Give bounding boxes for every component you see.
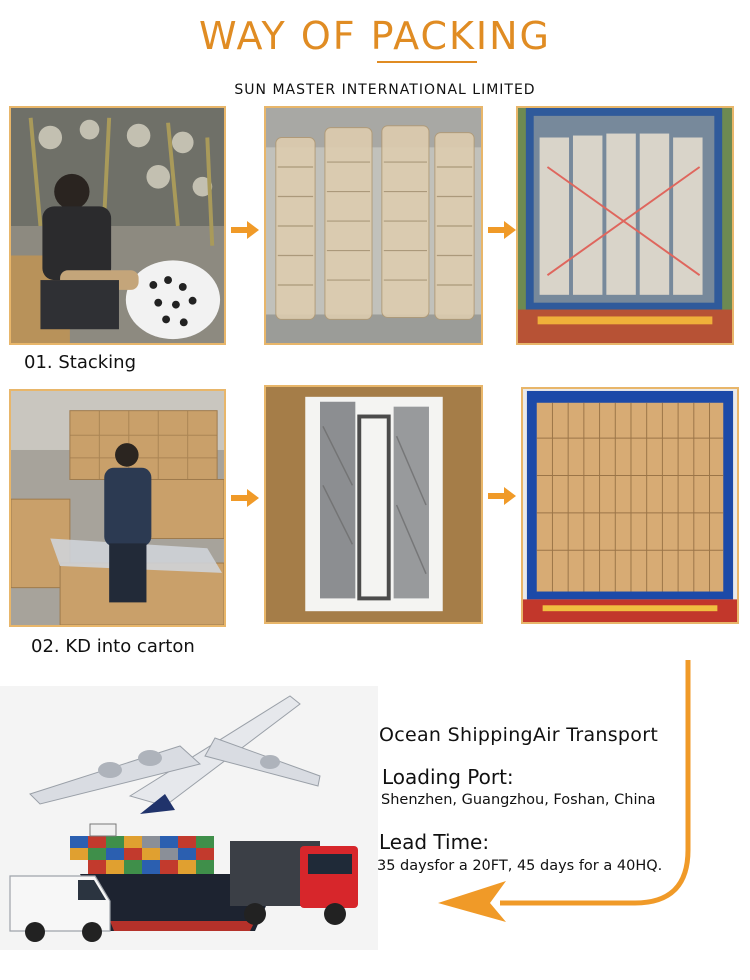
photo-stacked-chairs bbox=[264, 106, 483, 345]
photo-loaded-container bbox=[516, 106, 734, 345]
lead-time-label: Lead Time: bbox=[379, 830, 490, 854]
airplane-image bbox=[29, 695, 321, 814]
arrow-right-icon bbox=[488, 487, 516, 505]
illustration-transport bbox=[0, 686, 378, 950]
curved-arrow-icon bbox=[438, 660, 691, 922]
company-name: SUN MASTER INTERNATIONAL LIMITED bbox=[234, 82, 536, 98]
van-image bbox=[9, 875, 111, 942]
arrow-right-icon bbox=[231, 489, 259, 507]
photo-carton-contents bbox=[264, 385, 483, 624]
arrow-right-icon bbox=[488, 221, 516, 239]
truck-image bbox=[230, 841, 358, 925]
photo-kd-worker bbox=[9, 389, 226, 627]
loading-port-value: Shenzhen, Guangzhou, Foshan, China bbox=[381, 792, 656, 808]
step-label-stacking: 01. Stacking bbox=[24, 352, 137, 373]
arrow-right-icon bbox=[231, 221, 259, 239]
photo-carton-container bbox=[521, 387, 739, 624]
step-label-kd-carton: 02. KD into carton bbox=[31, 636, 195, 657]
page-title: WAY OF PACKING bbox=[198, 14, 552, 58]
title-underline bbox=[377, 61, 477, 63]
shipping-methods: Ocean ShippingAir Transport bbox=[379, 724, 659, 746]
loading-port-label: Loading Port: bbox=[382, 765, 514, 789]
photo-stacking-worker bbox=[9, 106, 226, 345]
lead-time-value: 35 daysfor a 20FT, 45 days for a 40HQ. bbox=[377, 858, 663, 874]
